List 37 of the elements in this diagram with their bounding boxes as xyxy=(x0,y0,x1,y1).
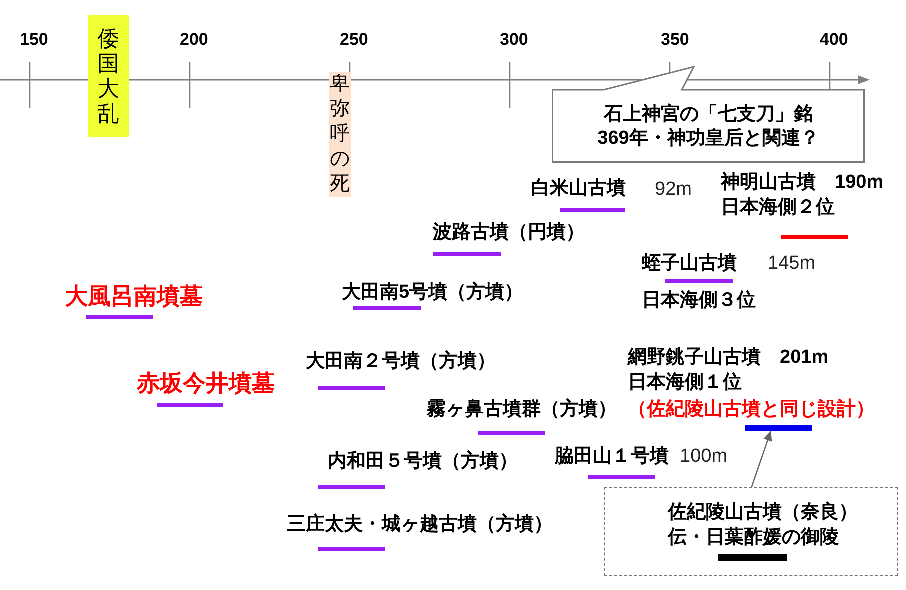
kofun-name: 波路古墳（円墳） xyxy=(433,222,585,244)
note-box xyxy=(604,487,898,576)
callout-text: 石上神宮の「七支刀」銘 xyxy=(604,102,813,126)
tick-label: 250 xyxy=(340,30,368,50)
tick-label: 350 xyxy=(661,30,690,50)
tomb-name: 赤坂今井墳墓 xyxy=(137,370,275,396)
rank-note: 日本海側１位 xyxy=(628,372,742,394)
mound-length: 92m xyxy=(655,179,692,201)
mound-length: 100m xyxy=(680,446,728,468)
mound-length: 145m xyxy=(768,253,816,275)
callout-box xyxy=(552,66,865,163)
event-label: 倭国大乱 xyxy=(97,26,120,126)
note-text: 佐紀陵山古墳（奈良） xyxy=(668,502,858,524)
tick-label: 400 xyxy=(820,30,848,50)
note-text: 伝・日葉酢媛の御陵 xyxy=(668,527,839,549)
kofun-name: 蛭子山古墳 xyxy=(642,253,737,275)
event-label: 卑弥呼の死 xyxy=(330,72,350,197)
underline-mark xyxy=(745,425,812,431)
event-box xyxy=(88,15,129,137)
kofun-name: 神明山古墳 190m xyxy=(721,172,884,194)
kofun-name: 三庄太夫・城ヶ越古墳（方墳） xyxy=(287,514,553,536)
rank-note: 日本海側２位 xyxy=(721,197,835,219)
kofun-name: 大田南5号墳（方墳） xyxy=(342,282,524,304)
tick-label: 200 xyxy=(180,30,208,50)
kofun-name: 白米山古墳 xyxy=(531,178,626,200)
design-note: （佐紀陵山古墳と同じ設計） xyxy=(628,399,875,421)
kofun-name: 内和田５号墳（方墳） xyxy=(328,451,518,473)
tomb-name: 大風呂南墳墓 xyxy=(65,283,203,309)
arrow xyxy=(751,430,772,488)
callout-text: 369年・神功皇后と関連？ xyxy=(598,126,820,150)
kofun-name: 霧ヶ鼻古墳群（方墳） xyxy=(427,399,617,421)
kofun-name: 網野銚子山古墳 201m xyxy=(628,347,829,369)
kofun-name: 大田南２号墳（方墳） xyxy=(306,351,496,373)
kofun-name: 脇田山１号墳 xyxy=(555,446,669,468)
tick-label: 300 xyxy=(500,30,528,50)
tick-label: 150 xyxy=(20,30,48,50)
rank-note: 日本海側３位 xyxy=(642,290,756,312)
